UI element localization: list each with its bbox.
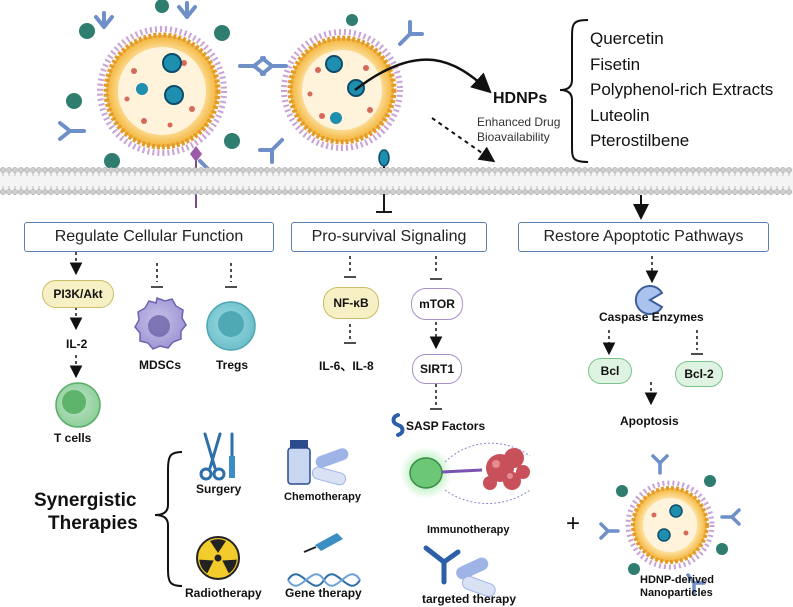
plus-sign: + <box>566 510 581 537</box>
gene-label: Gene therapy <box>285 586 362 600</box>
nfkb-node: NF-κB <box>323 287 379 319</box>
targeted-label: targeted therapy <box>422 592 517 606</box>
caspase-label: Caspase Enzymes <box>599 310 704 324</box>
therapies-brace <box>154 451 183 587</box>
tcells-label: T cells <box>54 431 92 445</box>
bcl-node: Bcl <box>588 358 632 384</box>
surgery-icon <box>199 432 235 481</box>
mdsc-cell <box>134 296 187 350</box>
hdnps-subtitle-1: Enhanced Drug <box>477 115 561 129</box>
il6-il8-label: IL-6、IL-8 <box>319 359 374 373</box>
bcl2-node: Bcl-2 <box>675 361 723 387</box>
mdscs-label: MDSCs <box>139 358 182 372</box>
immuno-label: Immunotherapy <box>427 524 510 536</box>
sirt1-node: SIRT1 <box>412 354 462 384</box>
radio-label: Radiotherapy <box>185 586 262 600</box>
nanoparticle-1 <box>58 0 266 185</box>
therapies-title-1: Synergistic <box>34 490 137 511</box>
section-regulate: Regulate Cellular Function <box>24 222 274 252</box>
immunotherapy-graphic <box>400 442 531 504</box>
compound-fisetin: Fisetin <box>590 55 641 74</box>
radiation-icon <box>196 536 240 580</box>
tcell <box>55 382 101 428</box>
therapies-title-2: Therapies <box>48 513 138 534</box>
chemo-icon <box>287 440 349 486</box>
nanoparticle-2 <box>258 14 424 164</box>
mtor-node: mTOR <box>411 288 463 320</box>
chemo-label: Chemotherapy <box>284 491 362 503</box>
receptor-diamond <box>190 146 202 162</box>
compound-luteolin: Luteolin <box>590 106 650 125</box>
hdnp-label-2: Nanoparticles <box>640 587 713 599</box>
compound-quercetin: Quercetin <box>590 29 664 48</box>
hdnps-subtitle-2: Bioavailability <box>477 130 550 144</box>
apoptosis-label: Apoptosis <box>620 414 679 428</box>
hdnp-nanoparticle <box>599 454 741 595</box>
sasp-icon <box>391 413 405 437</box>
hdnp-label-1: HDNP-derived <box>640 574 714 586</box>
compound-pterostilbene: Pterostilbene <box>590 131 690 150</box>
tregs-label: Tregs <box>216 358 249 372</box>
sasp-label: SASP Factors <box>406 419 486 433</box>
caspase-icon <box>634 284 664 315</box>
surgery-label: Surgery <box>196 482 242 496</box>
pi3k-akt-node: PI3K/Akt <box>42 280 114 308</box>
il2-label: IL-2 <box>66 337 88 351</box>
section-prosurvival: Pro-survival Signaling <box>291 222 487 252</box>
compound-brace <box>559 19 589 163</box>
hdnps-title: HDNPs <box>493 90 548 107</box>
cell-membrane <box>0 167 793 195</box>
targeted-icon <box>423 545 496 598</box>
arrow-to-hdnps <box>354 58 492 94</box>
gene-icon <box>287 533 361 587</box>
treg-cell <box>206 301 256 351</box>
compound-polyphenol: Polyphenol-rich Extracts <box>590 80 774 99</box>
section-apoptotic: Restore Apoptotic Pathways <box>518 222 769 252</box>
